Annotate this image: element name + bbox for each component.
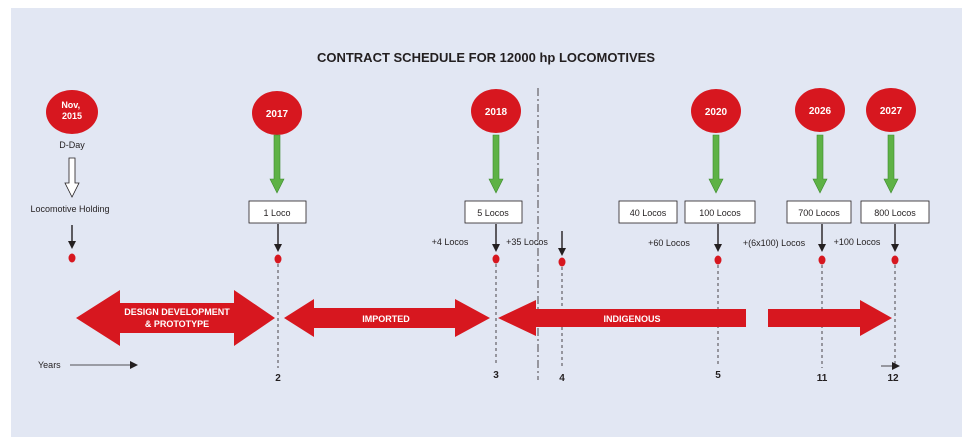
increment-plus-60: +60 Locos bbox=[648, 238, 690, 248]
dot-3 bbox=[492, 254, 500, 264]
red-dots bbox=[68, 253, 899, 267]
dot-11 bbox=[818, 255, 826, 265]
milestone-2017: 2017 bbox=[252, 91, 302, 135]
milestone-2017-label: 2017 bbox=[266, 109, 289, 120]
milestone-2020-label: 2020 bbox=[705, 107, 728, 118]
hollow-arrow-icon bbox=[64, 157, 80, 198]
green-arrows bbox=[269, 134, 899, 194]
box-1-loco: 1 Loco bbox=[248, 200, 307, 224]
milestone-2018: 2018 bbox=[471, 89, 521, 133]
box-700-locos-label: 700 Locos bbox=[798, 208, 840, 218]
milestone-nov-2015-label-line2: 2015 bbox=[62, 111, 82, 121]
box-40-locos-label: 40 Locos bbox=[630, 208, 667, 218]
dot-holding bbox=[68, 253, 76, 263]
dot-12 bbox=[891, 255, 899, 265]
milestone-nov-2015-label: Nov, bbox=[61, 100, 80, 110]
diagram-title: CONTRACT SCHEDULE FOR 12000 hp LOCOMOTIV… bbox=[317, 50, 655, 65]
box-1-loco-label: 1 Loco bbox=[263, 208, 290, 218]
dot-5 bbox=[714, 255, 722, 265]
milestone-2026-label: 2026 bbox=[809, 106, 832, 117]
box-100-locos: 100 Locos bbox=[684, 200, 756, 224]
increment-plus-35: +35 Locos bbox=[506, 237, 548, 247]
increment-plus-100: +100 Locos bbox=[834, 237, 881, 247]
green-arrow-2018-icon bbox=[488, 134, 504, 194]
box-40-locos: 40 Locos bbox=[618, 200, 678, 224]
year-tick-2: 2 bbox=[275, 373, 281, 384]
increment-plus-600: +(6x100) Locos bbox=[743, 238, 806, 248]
phase-design-line1: DESIGN DEVELOPMENT bbox=[124, 307, 230, 317]
milestone-2026: 2026 bbox=[795, 88, 845, 132]
box-100-locos-label: 100 Locos bbox=[699, 208, 741, 218]
years-label: Years bbox=[38, 360, 61, 370]
dot-2 bbox=[274, 254, 282, 264]
green-arrow-2027-icon bbox=[883, 134, 899, 194]
milestone-nov-2015: Nov, 2015 bbox=[46, 90, 98, 134]
phase-imported-arrow: IMPORTED bbox=[284, 299, 490, 337]
phase-indigenous-label: INDIGENOUS bbox=[603, 314, 660, 324]
box-800-locos-label: 800 Locos bbox=[874, 208, 916, 218]
phase-indigenous-arrow: INDIGENOUS bbox=[498, 300, 746, 336]
phase-design-line2: & PROTOTYPE bbox=[145, 319, 209, 329]
year-tick-12: 12 bbox=[887, 373, 899, 384]
year-tick-11: 11 bbox=[817, 373, 828, 384]
milestone-2027: 2027 bbox=[866, 88, 916, 132]
svg-text:DESIGN DEVELOPMENT: DESIGN DEVELOPMENT bbox=[124, 307, 230, 317]
black-arrows bbox=[68, 224, 899, 256]
svg-text:& PROTOTYPE: & PROTOTYPE bbox=[145, 319, 209, 329]
dot-4 bbox=[558, 257, 566, 267]
year-tick-4: 4 bbox=[559, 373, 565, 384]
green-arrow-2020-icon bbox=[708, 134, 724, 194]
locomotive-holding-label: Locomotive Holding bbox=[30, 204, 109, 214]
svg-text:Nov, 2015: Nov, 2015 bbox=[61, 100, 82, 121]
phase-imported-label: IMPORTED bbox=[362, 314, 410, 324]
milestone-2018-label: 2018 bbox=[485, 107, 508, 118]
box-5-locos-label: 5 Locos bbox=[477, 208, 509, 218]
phase-continuation-arrow bbox=[768, 300, 892, 336]
box-700-locos: 700 Locos bbox=[786, 200, 852, 224]
box-800-locos: 800 Locos bbox=[860, 200, 930, 224]
year-tick-5: 5 bbox=[715, 370, 721, 381]
green-arrow-2017-icon bbox=[269, 134, 285, 194]
dday-label: D-Day bbox=[59, 140, 85, 150]
year-tick-3: 3 bbox=[493, 370, 499, 381]
box-5-locos: 5 Locos bbox=[464, 200, 523, 224]
increment-plus-4: +4 Locos bbox=[432, 237, 469, 247]
phase-design-arrow: DESIGN DEVELOPMENT & PROTOTYPE bbox=[76, 290, 275, 346]
green-arrow-2026-icon bbox=[812, 134, 828, 194]
milestone-2020: 2020 bbox=[691, 89, 741, 133]
milestone-2027-label: 2027 bbox=[880, 106, 903, 117]
